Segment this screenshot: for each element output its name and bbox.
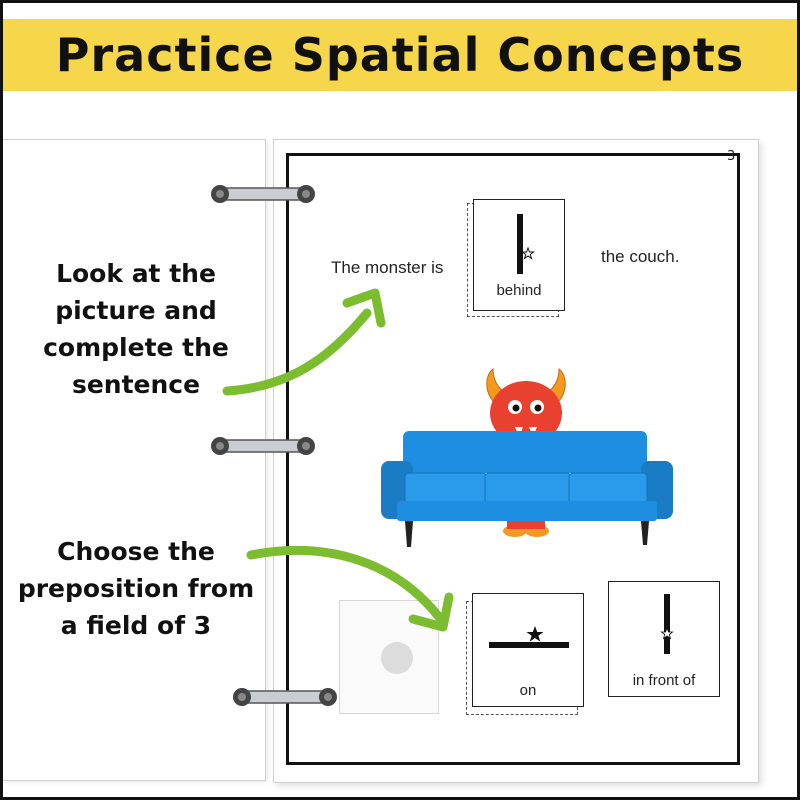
instruction-choose-line-3: a field of 3 <box>60 611 212 640</box>
monster-behind-couch-illustration <box>381 367 673 547</box>
instruction-choose-line-2: preposition from <box>17 574 255 603</box>
worksheet-border <box>286 153 740 765</box>
binder-back-page <box>3 139 266 781</box>
choice-label-on: on <box>519 682 537 699</box>
arrow-to-sentence-icon <box>222 288 386 396</box>
instruction-look-line-2: picture and <box>55 296 217 325</box>
answer-card-behind[interactable]: behind <box>473 199 565 311</box>
choice-card-on[interactable]: on <box>472 593 584 707</box>
instruction-choose: Choose the preposition from a field of 3 <box>5 533 267 644</box>
instruction-look: Look at the picture and complete the sen… <box>11 255 261 403</box>
in-front-of-symbol-icon <box>660 594 674 654</box>
choice-card-in-front-of[interactable]: in front of <box>608 581 720 697</box>
binder-ring-middle-icon <box>211 437 315 455</box>
page-number: 3 <box>727 149 736 164</box>
empty-dot-icon <box>381 642 413 674</box>
instruction-look-line-4: sentence <box>71 370 201 399</box>
sentence-start: The monster is <box>331 258 444 277</box>
behind-symbol-icon <box>517 214 535 274</box>
binder-ring-top-icon <box>211 185 315 203</box>
banner-title: Practice Spatial Concepts <box>55 28 745 82</box>
instruction-choose-line-1: Choose the <box>57 537 215 566</box>
choice-label-in-front-of: in front of <box>632 672 696 689</box>
binder-ring-bottom-icon <box>233 688 337 706</box>
sentence-end: the couch. <box>601 247 680 266</box>
title-banner: Practice Spatial Concepts <box>3 19 797 91</box>
arrow-to-choices-icon <box>246 546 454 632</box>
answer-card-label: behind <box>496 282 542 299</box>
instruction-look-line-1: Look at the <box>56 259 216 288</box>
instruction-look-line-3: complete the <box>43 333 229 362</box>
on-symbol-icon <box>489 626 569 648</box>
